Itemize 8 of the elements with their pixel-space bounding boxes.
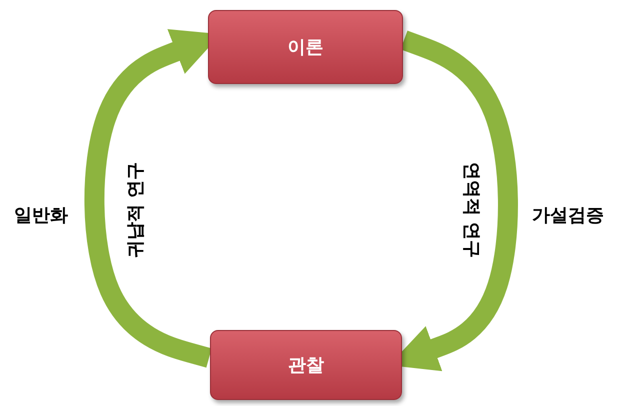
side-label: 가설검증 xyxy=(532,204,604,227)
edge-label: 귀납적 연구 xyxy=(124,162,147,258)
box-label: 관찰 xyxy=(288,354,324,377)
process-box xyxy=(210,330,402,400)
process-box xyxy=(208,10,403,84)
box-label: 이론 xyxy=(288,36,324,59)
side-label: 일반화 xyxy=(14,204,68,227)
edge-label: 연역적 연구 xyxy=(460,162,483,258)
